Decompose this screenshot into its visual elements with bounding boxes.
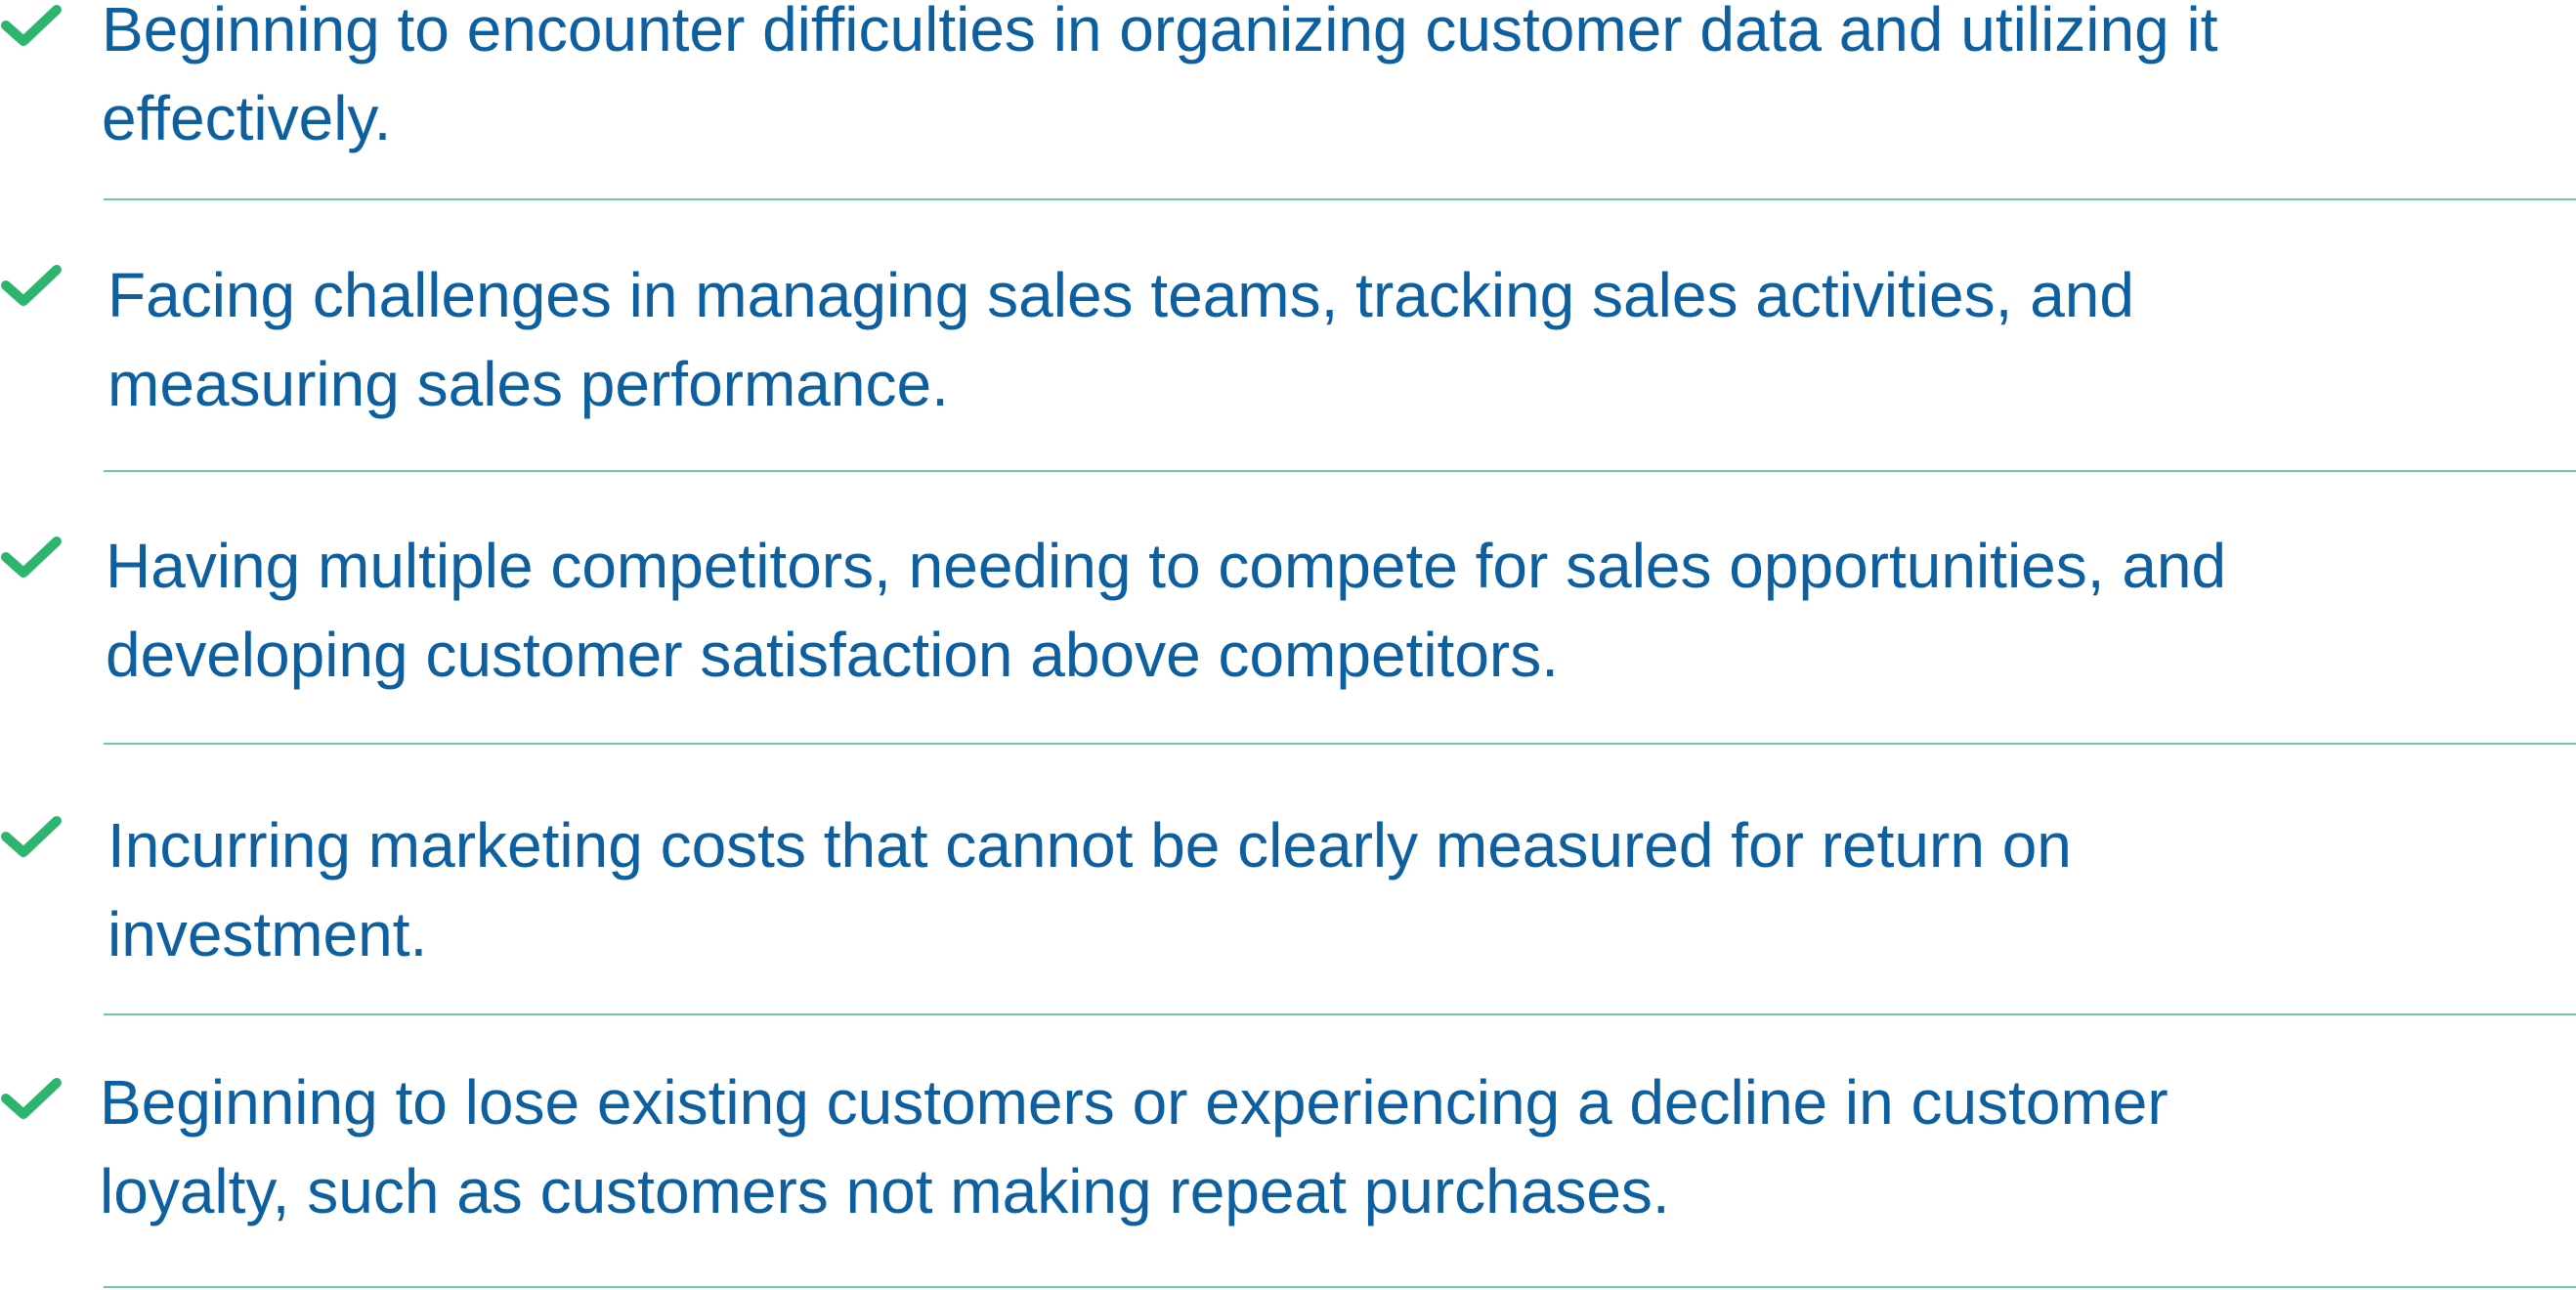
divider [104, 1013, 2576, 1015]
check-icon-graphic [1, 265, 62, 306]
item-text-line: measuring sales performance. [107, 349, 949, 419]
check-icon-graphic [1, 816, 62, 857]
item-text: Beginning to encounter difficulties in o… [102, 0, 2217, 163]
check-icon [0, 534, 63, 580]
item-text: Facing challenges in managing sales team… [107, 251, 2134, 429]
divider [104, 743, 2576, 745]
item-text-line: investment. [107, 899, 428, 969]
check-icon [0, 262, 63, 309]
item-text-line: Beginning to encounter difficulties in o… [102, 0, 2218, 64]
divider [104, 198, 2576, 200]
divider [104, 470, 2576, 472]
check-icon [0, 813, 63, 860]
check-icon-graphic [1, 1078, 62, 1119]
divider [104, 1286, 2576, 1288]
check-icon-graphic [1, 537, 62, 578]
item-text: Beginning to lose existing customers or … [100, 1058, 2168, 1236]
check-icon [0, 1075, 63, 1122]
item-text-line: Beginning to lose existing customers or … [100, 1067, 2168, 1138]
item-text-line: loyalty, such as customers not making re… [100, 1156, 1670, 1226]
check-icon [0, 2, 63, 49]
item-text-line: Facing challenges in managing sales team… [107, 260, 2134, 330]
item-text: Having multiple competitors, needing to … [106, 522, 2226, 700]
item-text-line: Having multiple competitors, needing to … [106, 531, 2227, 601]
item-text-line: effectively. [102, 83, 392, 153]
check-icon-graphic [1, 5, 62, 46]
item-text-line: Incurring marketing costs that cannot be… [107, 810, 2072, 881]
item-text: Incurring marketing costs that cannot be… [107, 801, 2072, 979]
item-text-line: developing customer satisfaction above c… [106, 620, 1559, 690]
